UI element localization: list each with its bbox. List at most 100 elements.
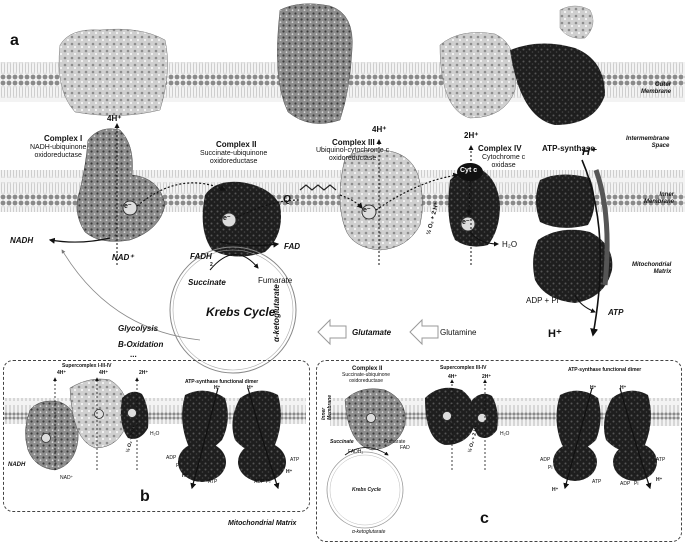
panel-c-pi-right: Pi [634, 481, 639, 487]
atp-synthase-h-top: H⁺ [582, 146, 596, 158]
panel-c-atp-left: ATP [592, 479, 602, 485]
panel-b-box [3, 360, 310, 512]
panel-c-atp-dimer-title: ATP-synthase functional dimer [568, 367, 642, 373]
porin-2 [277, 3, 353, 124]
panel-c-fad: FAD [400, 445, 410, 451]
panel-b-h2: H⁺ [247, 385, 254, 391]
complex-ii-title: Complex II [216, 140, 257, 149]
panel-c-krebs: Krebs Cycle [352, 487, 381, 493]
panel-b-h1: H⁺ [214, 385, 221, 391]
panel-b-pi-left: Pi [176, 463, 181, 469]
panel-b-matrix-label: Mitochondrial Matrix [228, 520, 297, 527]
nad-label: NAD⁺ [112, 253, 134, 262]
panel-c-water: H₂O [500, 431, 510, 437]
complex-i-name: NADH-ubiquinone oxidoreductase [30, 144, 87, 160]
fadh-label: FADH [190, 252, 212, 261]
panel-a-letter: a [10, 32, 19, 49]
porin-3 [439, 32, 516, 119]
panel-b-proton-2: 4H⁺ [99, 370, 109, 376]
complex-ii-shape [202, 181, 281, 257]
complex-i-shape [76, 128, 166, 242]
cytc-label: Cyt c [460, 167, 478, 174]
panel-b-proton-1: 4H⁺ [57, 370, 67, 376]
ellipsis-label: ... [130, 350, 137, 359]
nadh-label: NADH [10, 236, 34, 245]
fad-label: FAD [284, 242, 300, 251]
complex-iii-title: Complex III [332, 138, 375, 147]
panel-b-atp-dimer-right [232, 390, 281, 453]
complex-i-title: Complex I [44, 134, 83, 143]
ubiquinone-label: Q [283, 194, 291, 205]
panel-c-h3: H⁺ [552, 487, 559, 493]
electron-sphere-3 [361, 204, 377, 220]
electron-sphere-1 [122, 200, 138, 216]
electron-label-1: e⁻ [124, 203, 132, 210]
intermembrane-label: Intermembrane Space [626, 136, 670, 149]
atp-synthase-fo [536, 174, 595, 228]
complex-iii-proton: 4H⁺ [372, 125, 387, 134]
electron-label-3: e⁻ [363, 207, 371, 214]
atp-synthase-f1 [533, 229, 613, 303]
panel-c-atp-right: ATP [656, 457, 666, 463]
glutamate-arrow [317, 318, 347, 346]
panel-c-complex-ii-name: Succinate-ubiquinone oxidoreductase [342, 372, 391, 384]
panel-c-adp-left: ADP [540, 457, 551, 463]
panel-b-adp-right: ADP [254, 479, 265, 485]
panel-c-proton-1: 4H⁺ [448, 374, 458, 380]
electron-sphere-2 [221, 212, 237, 228]
fadh-subscript: 2 [210, 262, 213, 268]
panel-b-supercomplex: Supercomplex I-III-IV [62, 363, 112, 369]
panel-b-complex-i [25, 400, 79, 471]
panel-b-pi-right: Pi [266, 479, 271, 485]
panel-c-pi-left: Pi [548, 465, 553, 471]
complex-iv-proton: 2H⁺ [464, 131, 479, 140]
panel-c-proton-2: 2H⁺ [482, 374, 492, 380]
matrix-label: Mitochondrial Matrix [632, 262, 672, 275]
water-label: H₂O [502, 240, 518, 249]
panel-c-letter: c [480, 510, 489, 527]
panel-c-inner-membrane: Inner Membrane [321, 394, 333, 420]
krebs-cycle-label: Krebs Cycle [206, 305, 276, 319]
panel-b-water: H₂O [150, 431, 160, 437]
inner-membrane-label: Inner Membrane [644, 192, 675, 205]
panel-c-supercomplex: Supercomplex III-IV [440, 365, 487, 371]
panel-c-adp-right: ADP [620, 481, 631, 487]
panel-c-h4: H⁺ [656, 477, 663, 483]
panel-c-h2: H⁺ [620, 385, 627, 391]
panel-c-fumarate: Fumarate [384, 439, 406, 445]
panel-c-krebs-circle [326, 451, 404, 529]
panel-b-atp-dimer-left [182, 390, 228, 453]
panel-b-h3: H⁺ [182, 473, 189, 479]
panel-b-proton-3: 2H⁺ [139, 370, 149, 376]
atp-synthase-stalk [593, 169, 610, 286]
cytc-shape [457, 163, 483, 181]
complex-iv-name: Cytochrome c oxidase [482, 154, 526, 170]
porin-small [559, 5, 594, 39]
complex-iii-shape [339, 149, 423, 251]
panel-c-succinate: Succinate [330, 439, 354, 445]
porin-4 [510, 43, 605, 125]
atp-synthase-title: ATP-synthase [542, 144, 595, 153]
atp-label: ATP [608, 308, 624, 317]
panel-c-h1: H⁺ [590, 385, 597, 391]
ubiquinone-chain [299, 184, 337, 191]
complex-ii-name: Succinate-ubiquinone oxidoreductase [200, 150, 268, 166]
panel-c-alpha-kg: α-ketoglutarate [352, 529, 386, 535]
complex-i-proton: 4H⁺ [107, 114, 122, 123]
panel-c-box [316, 360, 682, 542]
panel-c-atp-dimer-left [556, 390, 601, 452]
panel-b-nad: NAD⁺ [60, 475, 74, 481]
panel-c-fadh: FADH₂ [348, 449, 364, 455]
succinate-label: Succinate [188, 278, 226, 287]
panel-b-adp-left: ADP [166, 455, 177, 461]
panel-b-atp-right: ATP [290, 457, 300, 463]
panel-b-atp-left: ATP [208, 479, 218, 485]
alpha-kg-label: α-ketoglutarate [272, 284, 281, 342]
panel-b-atp-dimer-title: ATP-synthase functional dimer [185, 379, 259, 385]
glutamine-label: Glutamine [440, 328, 477, 337]
panel-b-h4: H⁺ [286, 469, 293, 475]
porin-1 [58, 28, 168, 116]
complex-iii-name: Ubiquinol-cytochrome c oxidoreductase [316, 147, 390, 163]
